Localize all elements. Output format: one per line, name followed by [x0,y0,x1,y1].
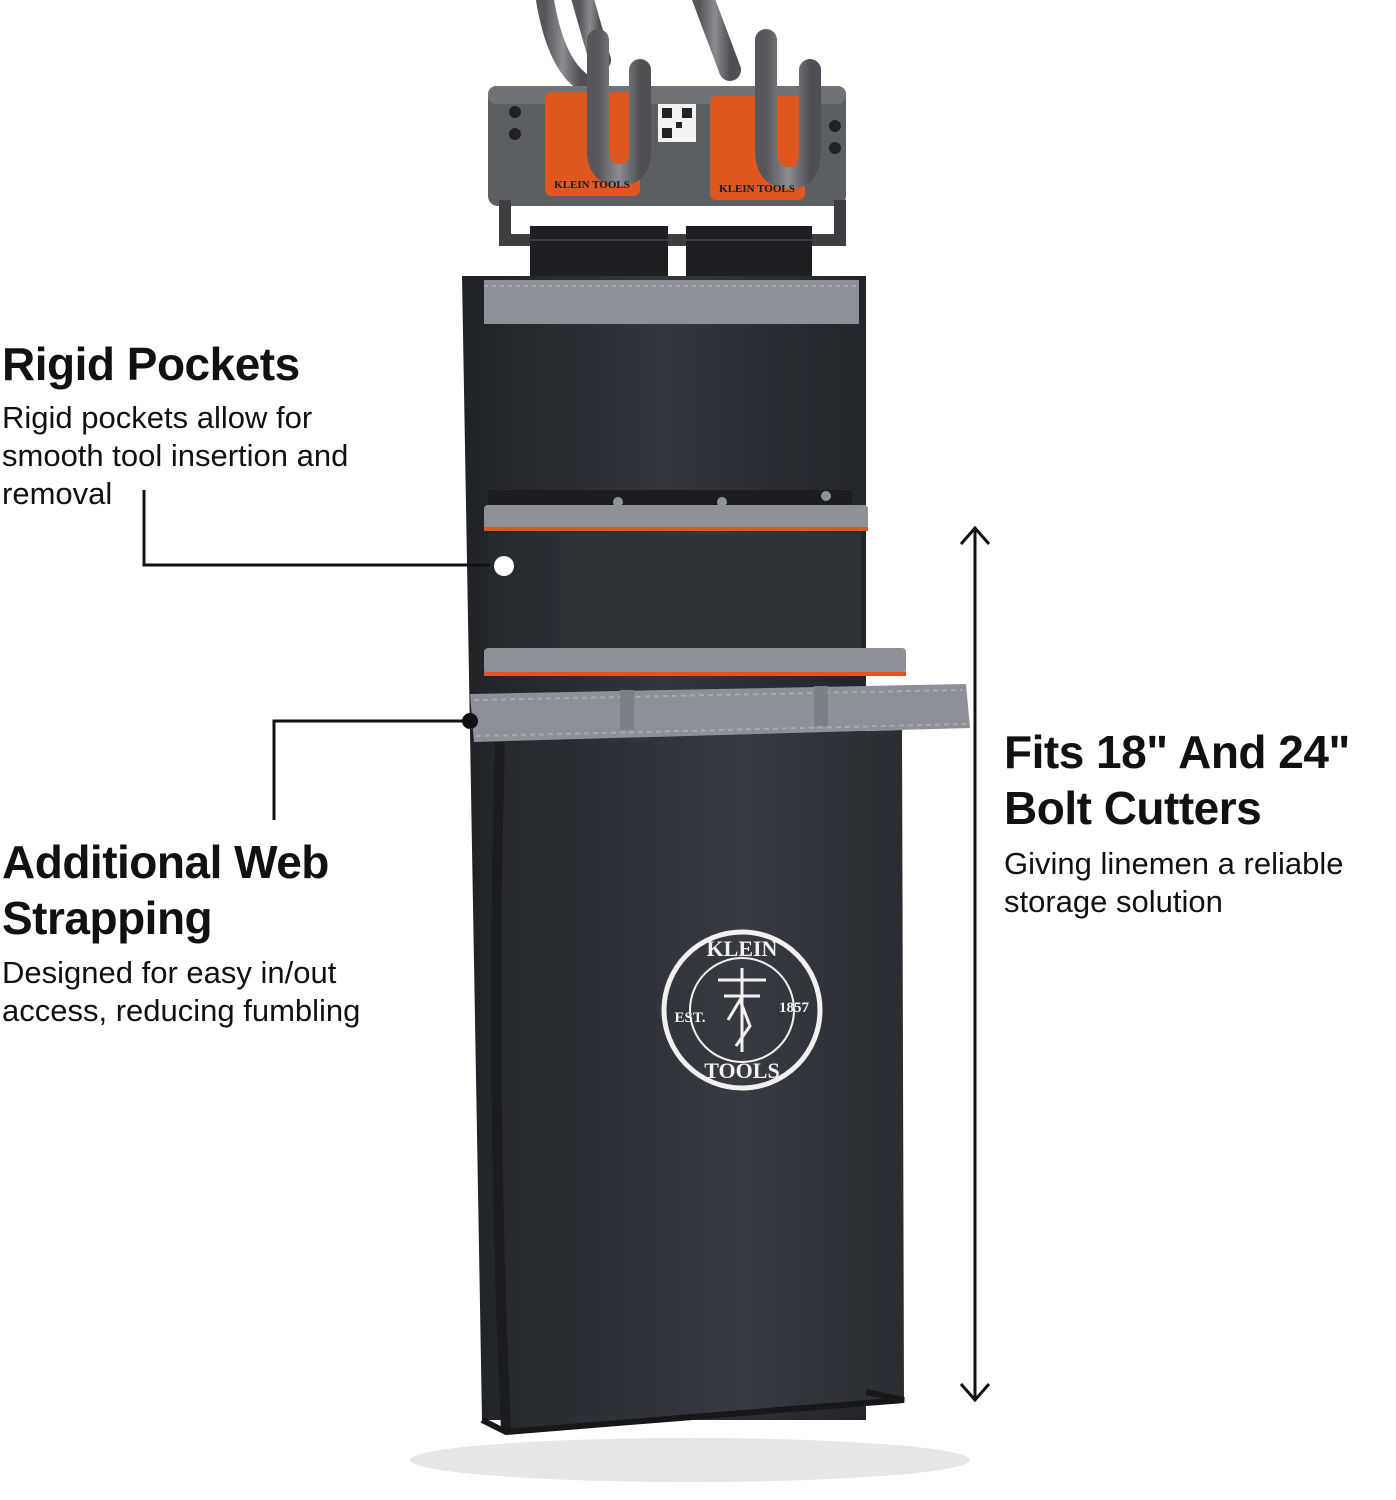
web-strapping-line-1: Designed for easy in/out [2,955,337,990]
emblem-right: 1857 [779,1000,810,1016]
bolt-cutters-description: Giving linemen a reliable storage soluti… [1004,845,1343,921]
bolt-cutters-line-2: storage solution [1004,884,1223,919]
klein-tools-emblem: KLEIN TOOLS EST. 1857 [661,929,823,1091]
hanger-bracket: KLEIN TOOLS KLEIN TOOLS [488,29,846,246]
brand-tag-right: KLEIN TOOLS [719,183,795,195]
bolt-cutters-line-1: Giving linemen a reliable [1004,846,1344,881]
leader-web [272,719,466,820]
leader-rigid [142,490,490,567]
hook-rods [536,0,771,89]
web-strap [470,684,970,742]
bolt-cutters-title: Fits 18" And 24" Bolt Cutters [1004,724,1350,836]
rigid-pockets-line-1: Rigid pockets allow for [2,400,313,435]
rigid-pockets-title: Rigid Pockets [2,338,300,390]
belt-strap-right [686,226,812,280]
web-strapping-title-line-2: Strapping [2,892,213,944]
web-strapping-description: Designed for easy in/out access, reducin… [2,954,360,1030]
web-strapping-title: Additional Web Strapping [2,834,329,946]
top-binding [484,280,859,324]
length-dimension-arrow [959,525,991,1403]
brand-tag-left: KLEIN TOOLS [554,179,630,191]
rigid-pockets-line-2: smooth tool insertion and [2,438,349,473]
leader-dot-rigid [494,556,514,576]
pouch-front-panel [500,730,904,1430]
rigid-pocket-upper [484,490,868,661]
floor-shadow [410,1438,970,1482]
emblem-top: KLEIN [707,936,778,961]
web-strapping-line-2: access, reducing fumbling [2,993,361,1028]
emblem-bottom: TOOLS [704,1058,779,1083]
rigid-pockets-line-3: removal [2,476,113,511]
emblem-left: EST. [675,1010,706,1026]
web-strapping-title-line-1: Additional Web [2,836,329,888]
bolt-cutters-title-line-1: Fits 18" And 24" [1004,726,1350,778]
rigid-pockets-description: Rigid pockets allow for smooth tool inse… [2,399,348,513]
leader-dot-web [462,713,478,729]
rigid-pocket-lower [484,648,906,676]
bolt-cutters-title-line-2: Bolt Cutters [1004,782,1262,834]
belt-strap-left [530,226,668,280]
